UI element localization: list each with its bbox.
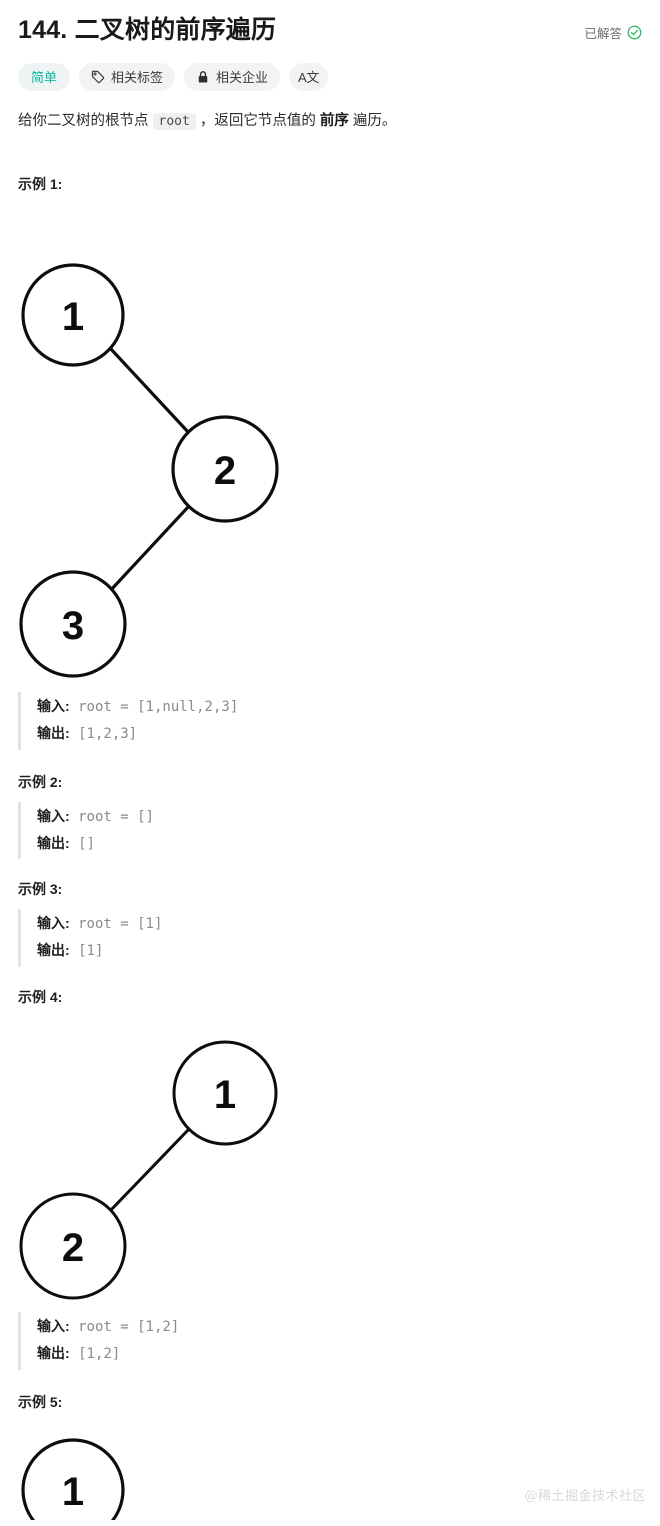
example-3-heading: 示例 3: [18, 881, 63, 898]
tree-node-label: 1 [62, 1470, 84, 1514]
difficulty-badge[interactable]: 简单 [18, 62, 71, 91]
example-1-codeblock: 输入: root = [1,null,2,3] 输出: [1,2,3] [18, 691, 660, 750]
tree-node-label: 2 [62, 1226, 84, 1270]
tree-node-label: 3 [62, 604, 84, 648]
watermark: @稀土掘金技术社区 [524, 1489, 646, 1504]
example-1-heading: 示例 1: [18, 175, 63, 192]
solved-label: 已解答 [584, 27, 622, 41]
tree-diagram-1: 1 2 3 [19, 263, 279, 678]
input-label: 输入: [37, 915, 70, 932]
example-3-input-value: root = [1] [78, 916, 163, 933]
example-3-input-line: 输入: root = [1] [37, 911, 660, 938]
status-badge: 已解答 [584, 23, 642, 42]
language-toggle-button[interactable]: A文 [289, 62, 328, 91]
problem-description: 给你二叉树的根节点 root ，返回它节点值的 前序 遍历。 [0, 91, 660, 134]
output-label: 输出: [37, 942, 70, 959]
lock-icon [196, 70, 210, 84]
output-label: 输出: [37, 724, 70, 741]
tree-node [19, 570, 127, 678]
example-2-input-line: 输入: root = [] [37, 804, 660, 831]
example-4-input-line: 输入: root = [1,2] [37, 1314, 660, 1341]
example-4-codeblock: 输入: root = [1,2] 输出: [1,2] [18, 1312, 660, 1370]
tag-icon [91, 70, 105, 84]
tree-edge [108, 346, 191, 434]
example-4-output-line: 输出: [1,2] [37, 1341, 660, 1368]
example-1-input-value: root = [1,null,2,3] [78, 698, 239, 715]
example-5-tree-figure: 1 [0, 1430, 660, 1520]
example-4-tree-figure: 1 2 [0, 1021, 660, 1306]
related-tags-button[interactable]: 相关标签 [79, 62, 176, 91]
translate-icon: A文 [298, 70, 319, 85]
example-5-heading: 示例 5: [18, 1394, 63, 1410]
example-2-output-line: 输出: [] [37, 831, 660, 858]
tree-diagram-4: 1 2 [19, 1040, 278, 1300]
example-1-output-line: 输出: [1,2,3] [37, 721, 660, 748]
example-2-codeblock: 输入: root = [] 输出: [] [18, 801, 660, 860]
related-companies-button[interactable]: 相关企业 [184, 62, 281, 91]
example-1-output-value: [1,2,3] [78, 725, 138, 742]
example-1-input-line: 输入: root = [1,null,2,3] [37, 694, 660, 721]
input-label: 输入: [37, 807, 70, 824]
input-label: 输入: [37, 697, 70, 714]
example-4-output-value: [1,2] [78, 1346, 121, 1363]
tree-node [21, 263, 125, 367]
output-label: 输出: [37, 1345, 70, 1362]
tree-edge [108, 504, 191, 592]
tree-node-label: 1 [214, 1073, 236, 1117]
example-4-input-value: root = [1,2] [78, 1319, 180, 1336]
badge-row: 简单 相关标签 相关企业 A文 [0, 47, 660, 91]
output-label: 输出: [37, 834, 70, 851]
description-part2: ，返回它节点值的 [195, 112, 320, 129]
example-2-input-value: root = [] [78, 808, 154, 825]
example-2-output-value: [] [78, 835, 95, 852]
tree-node-label: 1 [62, 295, 84, 339]
example-2-heading: 示例 2: [18, 773, 63, 790]
example-1-tree-figure: 1 2 3 [0, 214, 660, 684]
tree-node-label: 2 [214, 449, 236, 493]
tree-edge [108, 1128, 191, 1213]
tree-node [19, 1192, 127, 1300]
description-part1: 给你二叉树的根节点 [18, 112, 153, 129]
related-companies-label: 相关企业 [216, 70, 269, 85]
tree-diagram-5: 1 [21, 1438, 125, 1520]
problem-header: 144. 二叉树的前序遍历 已解答 [0, 0, 660, 47]
page-title: 144. 二叉树的前序遍历 [18, 16, 277, 44]
example-4-heading: 示例 4: [18, 989, 63, 1006]
tree-node [172, 1040, 278, 1146]
example-3-output-value: [1] [78, 943, 104, 960]
description-emphasis: 前序 [319, 112, 349, 129]
root-code-chip: root [152, 112, 196, 130]
example-3-codeblock: 输入: root = [1] 输出: [1] [18, 909, 660, 968]
difficulty-label: 简单 [31, 70, 58, 85]
tree-node [171, 415, 279, 523]
related-tags-label: 相关标签 [111, 70, 164, 85]
tree-node [21, 1438, 125, 1520]
check-circle-icon [627, 25, 642, 40]
description-part3: 遍历。 [348, 112, 397, 129]
input-label: 输入: [37, 1318, 70, 1335]
example-3-output-line: 输出: [1] [37, 938, 660, 965]
